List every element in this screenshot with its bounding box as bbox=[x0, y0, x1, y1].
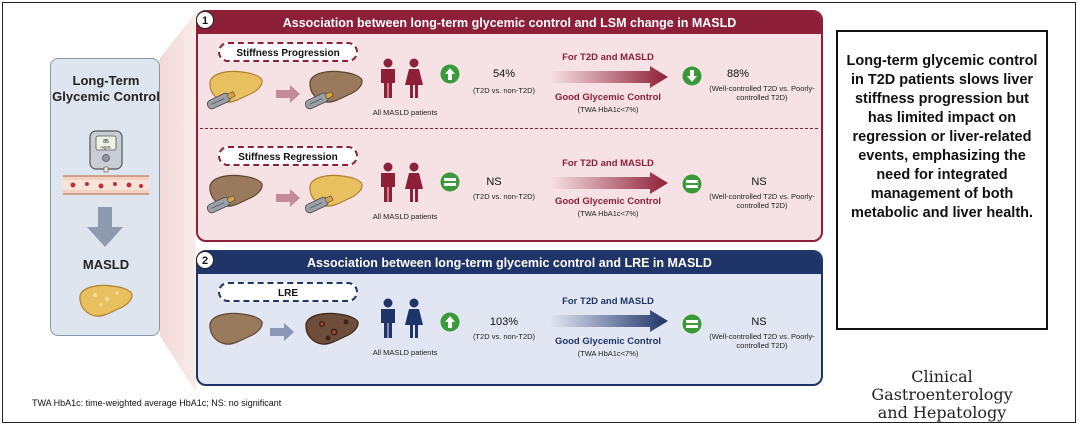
fatty-liver-icon bbox=[79, 284, 133, 317]
progression-value2-sub: (Well-controlled T2D vs. Poorly-controll… bbox=[709, 84, 815, 102]
stiffness-progression-pill: Stiffness Progression bbox=[218, 42, 358, 62]
lre-arrow-top: For T2D and MASLD bbox=[562, 296, 654, 307]
gradient-arrow bbox=[550, 172, 668, 194]
fibrotic-liver-icon bbox=[209, 312, 263, 345]
lre-value1: 103% bbox=[489, 316, 519, 328]
equal-icon bbox=[440, 172, 460, 192]
glycemic-control-panel: Long-Term Glycemic Control 85 mg/dL MASL… bbox=[50, 58, 160, 336]
regression-arrow-bottom-sub: (TWA HbA1c<7%) bbox=[577, 209, 639, 218]
regression-liver-illustration bbox=[205, 174, 363, 215]
progression-liver-illustration bbox=[205, 70, 363, 111]
stiffness-regression-pill: Stiffness Regression bbox=[218, 146, 358, 166]
lre-section: Association between long-term glycemic c… bbox=[196, 250, 823, 386]
down-arrow-icon bbox=[87, 207, 123, 247]
journal-name-line1: Clinical Gastroenterology bbox=[871, 367, 1013, 404]
progression-arrow-top: For T2D and MASLD bbox=[562, 52, 654, 63]
regression-value1: NS bbox=[486, 176, 502, 188]
regression-arrow-bottom: Good Glycemic Control bbox=[554, 196, 662, 207]
journal-logo: Clinical Gastroenterology and Hepatology bbox=[842, 368, 1042, 422]
gradient-arrow bbox=[550, 310, 668, 332]
summary-box: Long-term glycemic control in T2D patien… bbox=[836, 30, 1048, 330]
meter-unit: mg/dL bbox=[100, 145, 112, 150]
equal-icon bbox=[682, 174, 702, 194]
equal-icon bbox=[682, 314, 702, 334]
section-divider bbox=[200, 128, 818, 129]
right-arrow-icon bbox=[270, 323, 294, 341]
progression-value1-sub: (T2D vs. non-T2D) bbox=[472, 86, 536, 95]
journal-name-line2: and Hepatology bbox=[877, 403, 1007, 422]
lre-value2: NS bbox=[751, 316, 767, 328]
right-arrow-icon bbox=[276, 189, 300, 207]
patients-icon bbox=[381, 58, 423, 98]
patients-label: All MASLD patients bbox=[372, 212, 438, 221]
regression-value1-sub: (T2D vs. non-T2D) bbox=[472, 192, 536, 201]
section1-title: Association between long-term glycemic c… bbox=[198, 12, 821, 34]
progression-value1: 54% bbox=[492, 68, 516, 80]
down-arrow-icon bbox=[682, 66, 702, 86]
regression-value2-sub: (Well-controlled T2D vs. Poorly-controll… bbox=[709, 192, 815, 210]
blood-vessel-icon bbox=[63, 175, 149, 195]
lsm-change-section: Association between long-term glycemic c… bbox=[196, 10, 823, 242]
up-arrow-icon bbox=[440, 312, 460, 332]
regression-value2: NS bbox=[751, 176, 767, 188]
up-arrow-icon bbox=[440, 64, 460, 84]
lre-pill: LRE bbox=[218, 282, 358, 302]
lre-value1-sub: (T2D vs. non-T2D) bbox=[472, 332, 536, 341]
progression-value2: 88% bbox=[726, 68, 750, 80]
meter-reading: 85 bbox=[103, 139, 109, 145]
footnote: TWA HbA1c: time-weighted average HbA1c; … bbox=[32, 398, 282, 408]
glucometer-icon: 85 mg/dL bbox=[89, 130, 123, 173]
lre-arrow-bottom-sub: (TWA HbA1c<7%) bbox=[577, 349, 639, 358]
patients-label: All MASLD patients bbox=[372, 348, 438, 357]
lre-arrow-bottom: Good Glycemic Control bbox=[554, 336, 662, 347]
cirrhotic-liver-icon bbox=[305, 312, 359, 345]
panel-connector bbox=[160, 12, 196, 392]
progression-arrow-bottom-sub: (TWA HbA1c<7%) bbox=[577, 105, 639, 114]
patients-icon bbox=[381, 298, 423, 338]
lre-value2-sub: (Well-controlled T2D vs. Poorly-controll… bbox=[709, 332, 815, 350]
regression-arrow-top: For T2D and MASLD bbox=[562, 158, 654, 169]
section2-number: 2 bbox=[196, 251, 214, 269]
summary-text: Long-term glycemic control in T2D patien… bbox=[846, 53, 1038, 221]
progression-arrow-bottom: Good Glycemic Control bbox=[554, 92, 662, 103]
section2-title: Association between long-term glycemic c… bbox=[198, 252, 821, 274]
section1-number: 1 bbox=[196, 11, 214, 29]
lre-liver-illustration bbox=[209, 312, 359, 345]
patients-label: All MASLD patients bbox=[372, 108, 438, 117]
gradient-arrow bbox=[550, 66, 668, 88]
panel-title: Long-Term Glycemic Control bbox=[52, 73, 160, 104]
right-arrow-icon bbox=[276, 85, 300, 103]
masld-label: MASLD bbox=[82, 257, 130, 272]
patients-icon bbox=[381, 162, 423, 202]
